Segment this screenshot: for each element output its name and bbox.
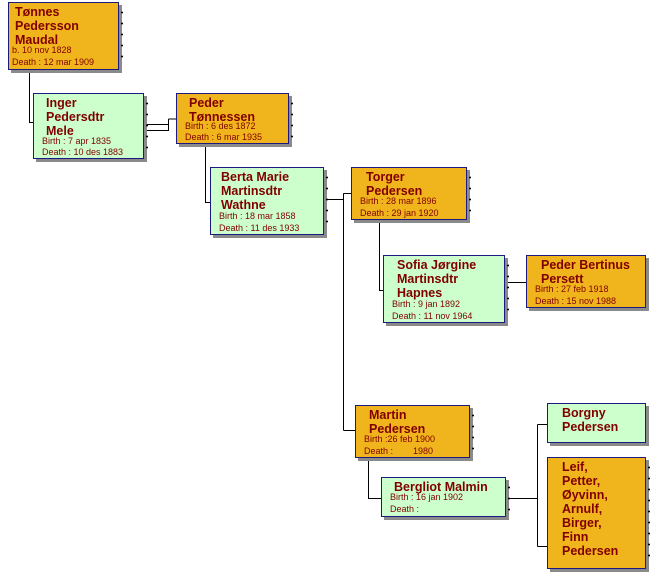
person-name: Berta Marie Martinsdtr Wathne bbox=[221, 170, 290, 212]
connector-dots bbox=[508, 482, 510, 512]
person-name: Peder Bertinus Persett bbox=[541, 258, 630, 286]
person-box-torger[interactable]: Torger Pedersen Birth : 28 mar 1896 Deat… bbox=[351, 167, 471, 220]
death-line: Death : 1980 bbox=[364, 446, 434, 456]
birth-line: Birth : 18 mar 1858 bbox=[219, 211, 296, 221]
person-name: Martin Pedersen bbox=[369, 408, 426, 436]
person-name: Tønnes Pedersson Maudal bbox=[15, 5, 79, 47]
person-box-martin[interactable]: Martin Pedersen Birth :26 feb 1900 Death… bbox=[355, 405, 474, 458]
connector-dots bbox=[472, 410, 474, 453]
person-box-sofia[interactable]: Sofia Jørgine Martinsdtr Hapnes Birth : … bbox=[383, 255, 509, 323]
death-line: Death : 12 mar 1909 bbox=[12, 57, 95, 67]
birth-line: Birth : 6 des 1872 bbox=[185, 121, 256, 131]
birth-line: Birth : 7 apr 1835 bbox=[42, 136, 112, 146]
person-box-peder[interactable]: Peder Tønnessen Birth : 6 des 1872 Death… bbox=[176, 93, 293, 144]
person-name: Leif, Petter, Øyvinn, Arnulf, Birger, Fi… bbox=[562, 460, 619, 558]
birth-line: Birth :26 feb 1900 bbox=[364, 434, 436, 444]
person-box-berta[interactable]: Berta Marie Martinsdtr Wathne Birth : 18… bbox=[210, 167, 328, 235]
person-name: Inger Pedersdtr Mele bbox=[46, 96, 105, 138]
birth-line: b. 10 nov 1828 bbox=[12, 45, 72, 55]
person-box-borgny[interactable]: Borgny Pedersen bbox=[547, 403, 646, 443]
person-name: Bergliot Malmin bbox=[394, 480, 488, 494]
connector-dots bbox=[291, 98, 293, 139]
person-box-inger[interactable]: Inger Pedersdtr Mele Birth : 7 apr 1835 … bbox=[33, 93, 148, 159]
birth-line: Birth : 16 jan 1902 bbox=[390, 492, 464, 502]
person-box-bergliot[interactable]: Bergliot Malmin Birth : 16 jan 1902 Deat… bbox=[381, 477, 510, 517]
person-name: Sofia Jørgine Martinsdtr Hapnes bbox=[397, 258, 477, 300]
death-line: Death : 10 des 1883 bbox=[42, 147, 124, 157]
connector-dots bbox=[121, 7, 123, 65]
connector-dots bbox=[648, 462, 650, 564]
person-box-children-group[interactable]: Leif, Petter, Øyvinn, Arnulf, Birger, Fi… bbox=[547, 457, 650, 569]
death-line: Death : 11 des 1933 bbox=[219, 223, 300, 233]
birth-line: Birth : 28 mar 1896 bbox=[360, 196, 437, 206]
connector-dots bbox=[507, 260, 509, 318]
connector-dots bbox=[146, 98, 148, 154]
birth-line: Birth : 9 jan 1892 bbox=[392, 299, 461, 309]
person-box-tonnes[interactable]: Tønnes Pedersson Maudal b. 10 nov 1828 D… bbox=[8, 2, 123, 70]
birth-line: Birth : 27 feb 1918 bbox=[535, 284, 609, 294]
person-name: Borgny Pedersen bbox=[562, 406, 619, 434]
death-line: Death : 6 mar 1935 bbox=[185, 132, 263, 142]
death-line: Death : 11 nov 1964 bbox=[392, 311, 473, 321]
death-line: Death : bbox=[390, 504, 420, 514]
person-name: Torger Pedersen bbox=[366, 170, 423, 198]
connector-dots bbox=[326, 172, 328, 230]
death-line: Death : 15 nov 1988 bbox=[535, 296, 617, 306]
connector-dots bbox=[469, 172, 471, 215]
person-box-peder-bertinus[interactable]: Peder Bertinus Persett Birth : 27 feb 19… bbox=[526, 255, 646, 308]
death-line: Death : 29 jan 1920 bbox=[360, 208, 439, 218]
person-name: Peder Tønnessen bbox=[189, 96, 255, 124]
